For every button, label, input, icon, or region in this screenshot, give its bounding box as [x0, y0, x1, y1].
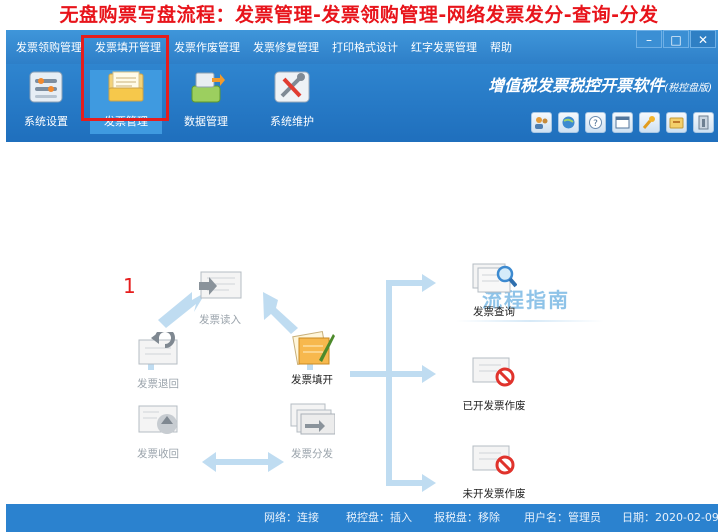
minimize-button[interactable]: –: [636, 30, 662, 48]
data-transfer-icon: [186, 70, 226, 104]
node-label: 发票分发: [291, 448, 333, 460]
page-caption: 无盘购票写盘流程：发票管理-发票领购管理-网络发票发分-查询-分发: [59, 4, 659, 26]
settings-panel-icon: [26, 70, 66, 104]
toolbar-invoice-management[interactable]: 发票管理: [90, 70, 162, 134]
status-network: 网络：连接: [264, 511, 319, 524]
main-menu: 发票领购管理 发票填开管理 发票作废管理 发票修复管理 打印格式设计 红字发票管…: [16, 30, 525, 64]
invoice-fill-icon: [289, 328, 335, 366]
invoice-recover-icon: [135, 402, 181, 436]
void-issued-icon: [471, 354, 517, 388]
toolbar-label: 数据管理: [184, 115, 228, 128]
menu-red-invoice[interactable]: 红字发票管理: [411, 41, 477, 54]
maximize-button[interactable]: □: [663, 30, 689, 48]
status-user: 用户名：管理员: [524, 511, 601, 524]
toolbar-system-settings[interactable]: 系统设置: [10, 70, 82, 134]
flow-guide-panel: 1 流程指南 发票读入: [6, 142, 718, 504]
brand-title: 增值税发票税控开票软件: [488, 76, 665, 95]
invoice-read-in-icon: [197, 268, 243, 302]
toolbar-data-management[interactable]: 数据管理: [170, 70, 242, 134]
svg-text:?: ?: [593, 119, 598, 129]
node-label: 发票读入: [199, 314, 241, 326]
node-label: 发票查询: [473, 306, 515, 318]
menu-invoice-issue[interactable]: 发票填开管理: [95, 41, 161, 54]
help-icon[interactable]: ?: [585, 112, 606, 133]
tools-icon: [272, 70, 312, 104]
toolbar-label: 系统维护: [270, 115, 314, 128]
annotation-highlight-box: [81, 35, 169, 121]
status-tax-disk: 税控盘：插入: [346, 511, 412, 524]
invoice-distribute-icon: [289, 402, 336, 436]
window-icon[interactable]: [612, 112, 633, 133]
void-unissued-icon: [471, 442, 517, 476]
flow-arrows: [143, 274, 436, 492]
status-bar: 网络：连接 税控盘：插入 报税盘：移除 用户名：管理员 日期：2020-02-0…: [6, 504, 718, 532]
app-brand: 增值税发票税控开票软件(税控盘版): [488, 72, 712, 96]
brand-subtitle: (税控盘版): [664, 83, 712, 94]
close-button[interactable]: ✕: [690, 30, 716, 48]
invoice-query-icon: [471, 260, 518, 294]
step-number: 1: [123, 274, 136, 298]
flow-invoice-recover[interactable]: 发票收回: [128, 402, 188, 461]
node-label: 未开发票作废: [462, 488, 526, 500]
exit-icon[interactable]: [693, 112, 714, 133]
flow-invoice-fill[interactable]: 发票填开: [282, 328, 342, 387]
menu-invoice-void[interactable]: 发票作废管理: [174, 41, 240, 54]
flow-void-issued-invoice[interactable]: 已开发票作废: [454, 354, 534, 413]
node-label: 已开发票作废: [462, 400, 526, 412]
toolbar-system-maintenance[interactable]: 系统维护: [256, 70, 328, 134]
key-icon[interactable]: [639, 112, 660, 133]
menu-help[interactable]: 帮助: [490, 41, 512, 54]
menu-invoice-purchase[interactable]: 发票领购管理: [16, 41, 82, 54]
flow-invoice-read-in[interactable]: 发票读入: [190, 268, 250, 327]
node-label: 发票收回: [137, 448, 179, 460]
menu-invoice-repair[interactable]: 发票修复管理: [253, 41, 319, 54]
flow-void-unissued-invoice[interactable]: 未开发票作废: [454, 442, 534, 501]
node-label: 发票填开: [291, 374, 333, 386]
menu-print-design[interactable]: 打印格式设计: [332, 41, 398, 54]
flow-invoice-return[interactable]: 发票退回: [128, 328, 188, 391]
users-icon[interactable]: [531, 112, 552, 133]
app-window: 发票领购管理 发票填开管理 发票作废管理 发票修复管理 打印格式设计 红字发票管…: [6, 30, 718, 532]
globe-icon[interactable]: [558, 112, 579, 133]
guide-title-underline: [456, 320, 604, 322]
status-report-disk: 报税盘：移除: [434, 511, 500, 524]
status-date: 日期：2020-02-09: [622, 511, 718, 524]
card-icon[interactable]: [666, 112, 687, 133]
toolbar: 系统设置 发票管理: [6, 64, 718, 142]
node-label: 发票退回: [137, 378, 179, 390]
invoice-folder-icon: [106, 70, 146, 104]
flow-invoice-distribute[interactable]: 发票分发: [280, 402, 344, 461]
window-controls: – □ ✕: [635, 30, 716, 48]
flow-invoice-query[interactable]: 发票查询: [462, 260, 526, 319]
quick-icons: ?: [525, 112, 714, 133]
invoice-return-icon: [135, 328, 181, 366]
toolbar-label: 系统设置: [24, 115, 68, 128]
